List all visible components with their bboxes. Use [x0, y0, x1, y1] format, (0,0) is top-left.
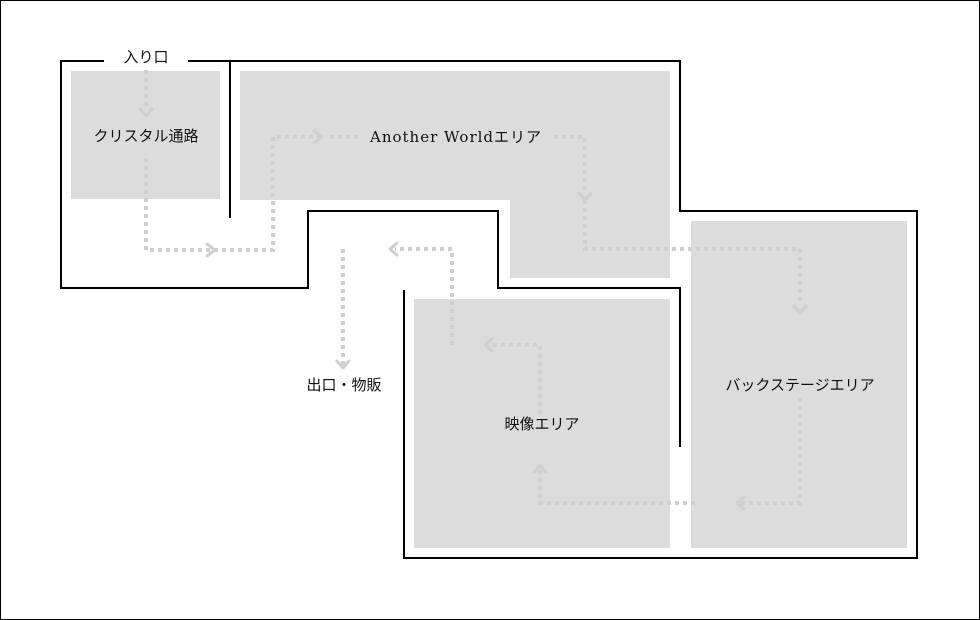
arrow-down-icon — [577, 191, 593, 202]
arrow-left-icon — [483, 337, 494, 353]
exit-shop-label: 出口・物販 — [306, 376, 381, 394]
backstage-label: バックステージエリア — [725, 376, 874, 394]
arrow-left-icon — [735, 495, 746, 511]
arrow-right-icon — [205, 242, 217, 258]
arrow-down-icon — [138, 107, 154, 118]
crystal-passage-label: クリスタル通路 — [93, 127, 198, 145]
arrow-right-icon — [312, 129, 324, 145]
entrance-label: 入り口 — [123, 48, 168, 66]
video-area-label: 映像エリア — [504, 415, 579, 433]
visitor-route — [144, 70, 802, 505]
arrow-down-icon — [792, 304, 808, 315]
outer-wall-left — [60, 60, 681, 447]
video-area — [414, 299, 670, 548]
arrow-left-icon — [388, 241, 399, 257]
another-world-label: Another Worldエリア — [369, 128, 542, 146]
another-world-area — [240, 71, 670, 278]
arrow-down-icon — [335, 359, 351, 370]
outer-wall-top-right — [188, 60, 918, 559]
arrow-up-icon — [532, 463, 548, 474]
